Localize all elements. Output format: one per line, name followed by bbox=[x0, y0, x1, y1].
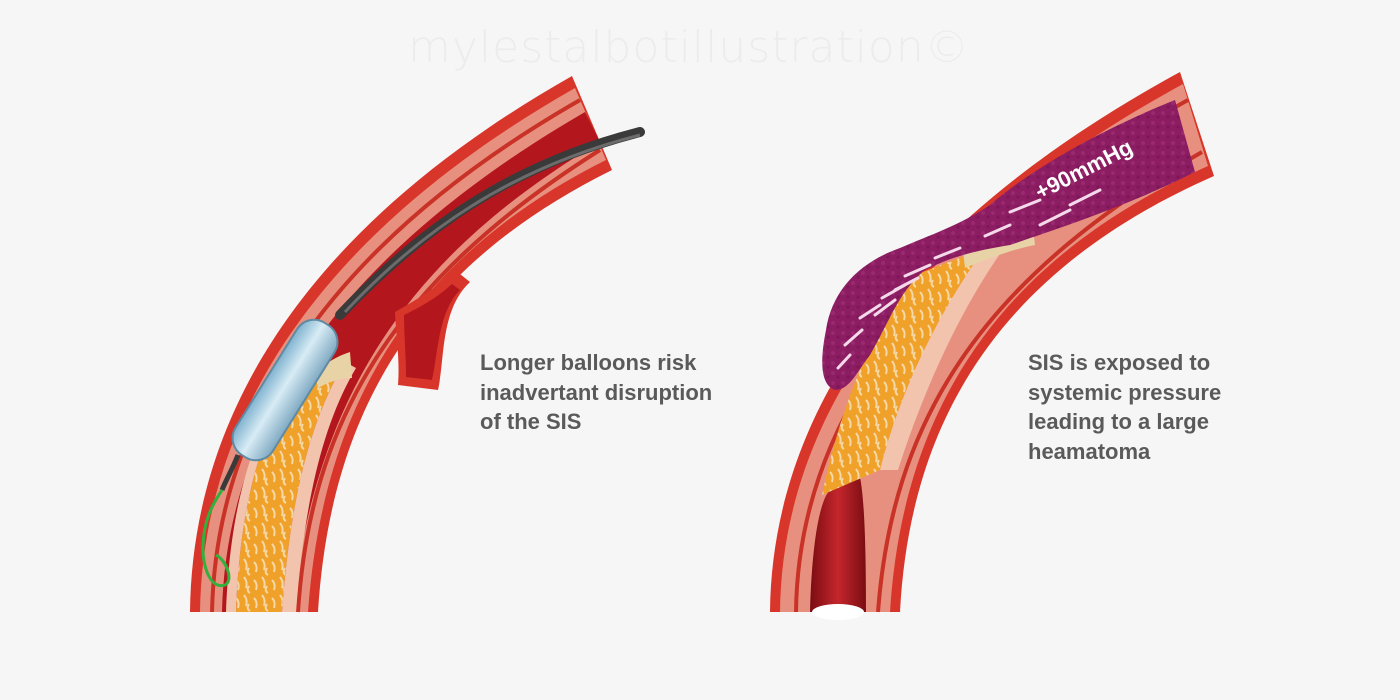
left-artery bbox=[190, 76, 645, 613]
right-true-lumen bbox=[810, 466, 866, 612]
right-haematoma bbox=[822, 100, 1195, 390]
left-guidewire bbox=[201, 489, 231, 588]
caption-left-line-2: inadvertant disruption bbox=[480, 379, 713, 405]
caption-right-line-1: SIS is exposed to bbox=[1028, 350, 1211, 375]
caption-left: Longer balloons risk inadvertant disrupt… bbox=[480, 348, 712, 437]
caption-left-line-1: Longer balloons risk bbox=[480, 350, 697, 375]
caption-right-line-3: leading to a large bbox=[1028, 409, 1209, 434]
caption-right-line-4: heamatoma bbox=[1028, 438, 1151, 464]
right-plaque bbox=[822, 248, 985, 495]
pressure-arrows bbox=[836, 188, 1102, 370]
caption-left-line-3: of the SIS bbox=[480, 409, 582, 434]
watermark: mylestalbotillustration© bbox=[408, 22, 970, 73]
caption-right-line-2: systemic pressure bbox=[1028, 379, 1222, 405]
right-artery: +90mmHg bbox=[770, 72, 1214, 620]
caption-right: SIS is exposed to systemic pressure lead… bbox=[1028, 348, 1221, 466]
left-plaque bbox=[236, 362, 345, 612]
left-balloon bbox=[231, 318, 339, 462]
